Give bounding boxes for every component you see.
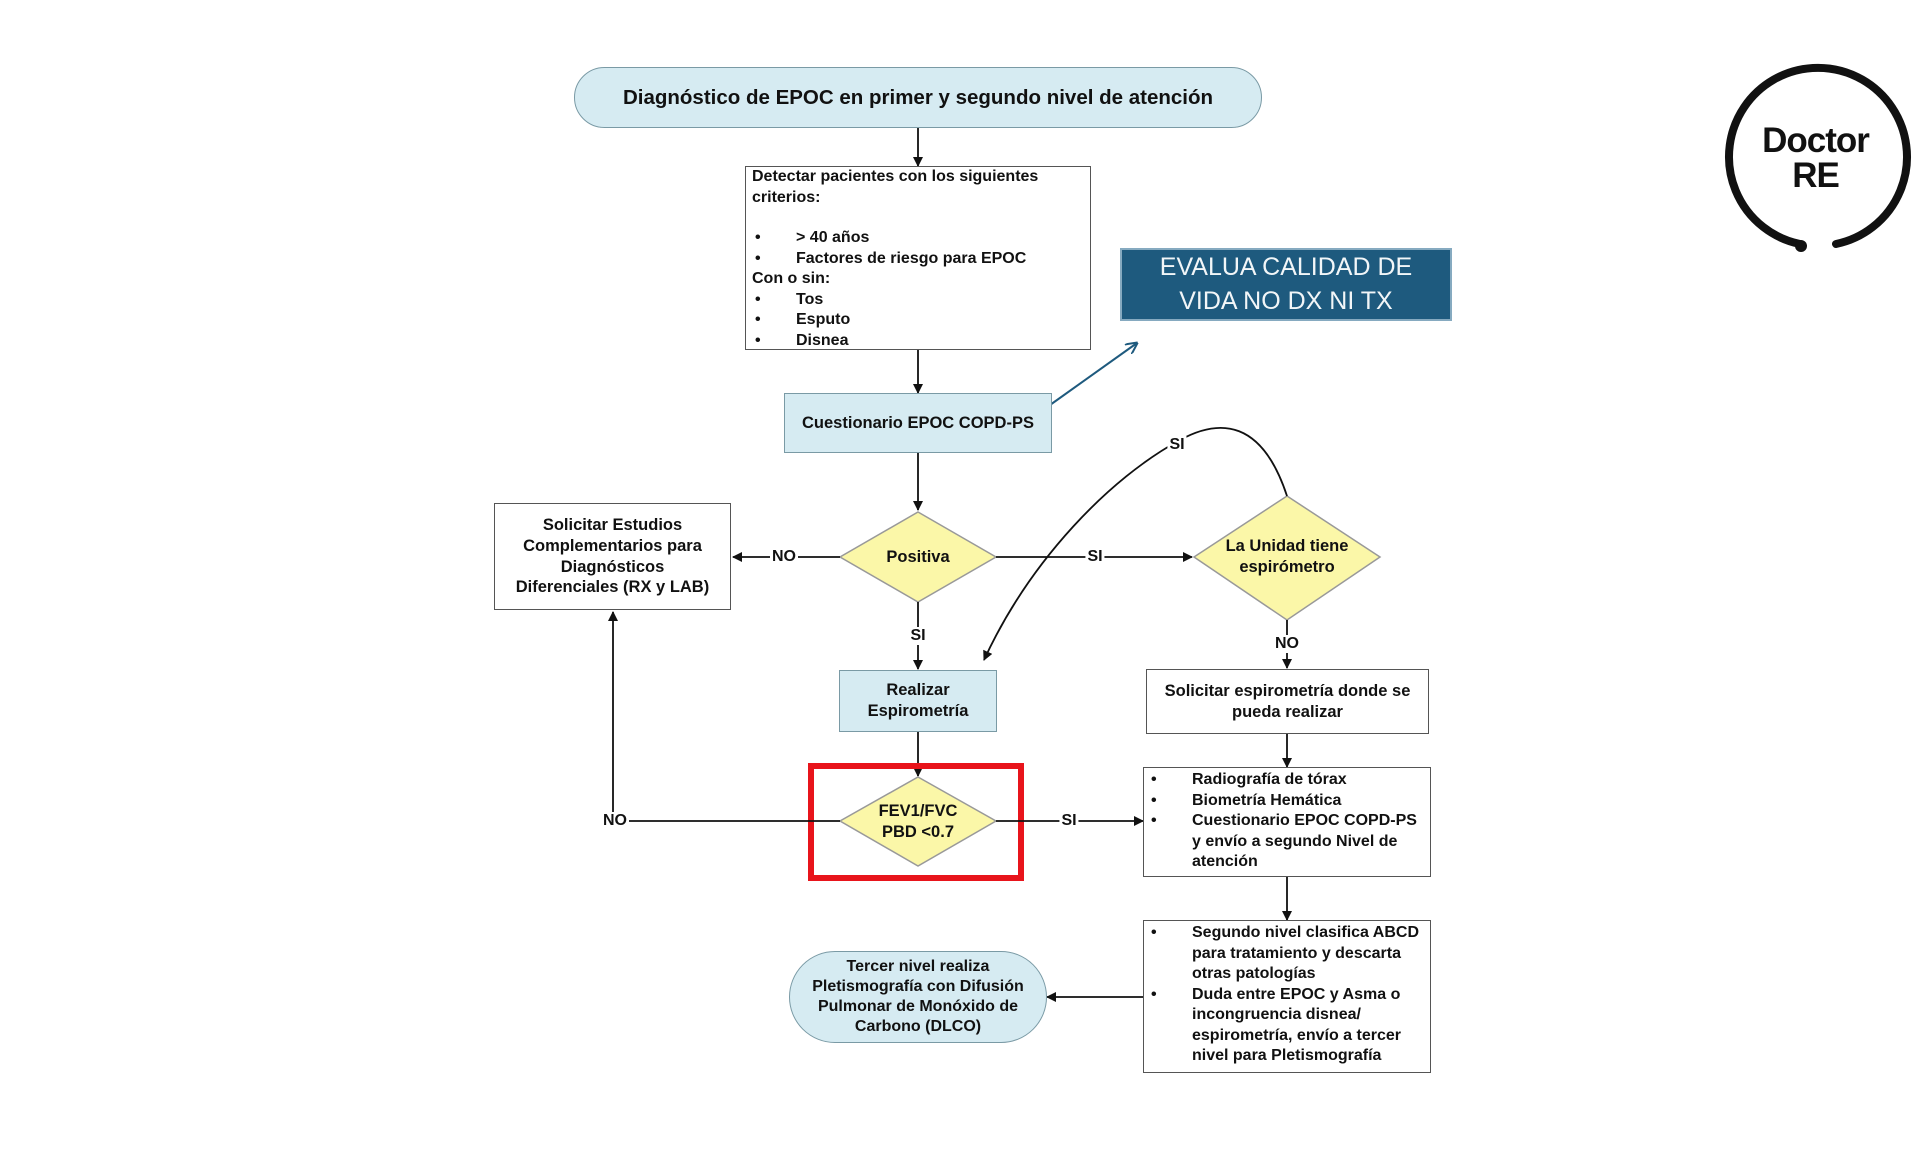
doctor-re-logo <box>1725 63 1911 252</box>
estudios-list: Radiografía de tórax Biometría Hemática … <box>1148 770 1424 873</box>
logo-ring-icon <box>1725 63 1911 248</box>
con-o-sin: Con o sin: <box>752 270 831 287</box>
logo-line: RE <box>1792 156 1840 195</box>
edge-label-si: SI <box>1085 548 1105 566</box>
list-item: Biometría Hemática <box>1148 791 1424 812</box>
text-line: PBD <0.7 <box>882 823 954 841</box>
page-title: Diagnóstico de EPOC en primer y segundo … <box>574 67 1262 128</box>
text-line: Diferenciales (RX y LAB) <box>515 578 710 597</box>
detect-heading: Detectar pacientes con los siguientes cr… <box>752 168 1039 206</box>
list-item: Tos <box>752 290 1084 311</box>
edge-fev-no <box>608 611 840 822</box>
page-title-text: Diagnóstico de EPOC en primer y segundo … <box>622 85 1214 109</box>
text-line: Tercer nivel realiza <box>846 958 990 975</box>
edge-unidad-si-curve <box>983 427 1288 661</box>
realizar-espirometria-box: Realizar Espirometría <box>839 670 997 732</box>
text-line: La Unidad tiene <box>1225 537 1349 556</box>
estudios-box: Radiografía de tórax Biometría Hemática … <box>1143 767 1431 877</box>
detect-criteria-box: Detectar pacientes con los siguientes cr… <box>745 166 1091 352</box>
text-line: Solicitar espirometría donde se <box>1164 681 1411 700</box>
list-item: Radiografía de tórax <box>1148 770 1424 791</box>
edge-label-no: NO <box>1273 635 1301 653</box>
solicitar-estudios-box: Solicitar Estudios Complementarios para … <box>494 503 731 610</box>
text-line: pueda realizar <box>1232 702 1343 721</box>
text-line: Diagnósticos <box>560 557 665 576</box>
symptoms-list: Tos Esputo Disnea <box>752 290 1084 352</box>
list-item: Disnea <box>752 331 1084 352</box>
list-item: Cuestionario EPOC COPD-PS y envío a segu… <box>1148 811 1424 873</box>
list-item: Factores de riesgo para EPOC <box>752 249 1084 270</box>
banner-line: EVALUA CALIDAD DE <box>1159 252 1413 281</box>
edge-questionnaire-banner <box>1049 343 1137 406</box>
text-line: Realizar <box>886 681 950 700</box>
positiva-text: Positiva <box>886 547 950 566</box>
positiva-label: Positiva <box>850 537 986 577</box>
solicitar-espirometria-box: Solicitar espirometría donde se pueda re… <box>1146 669 1429 734</box>
text-line: Pulmonar de Monóxido de <box>817 998 1018 1015</box>
fev-diamond <box>838 776 998 867</box>
banner-line: VIDA NO DX NI TX <box>1179 286 1393 315</box>
edge-label-si: SI <box>908 627 928 645</box>
segundo-nivel-box: Segundo nivel clasifica ABCD para tratam… <box>1143 920 1431 1073</box>
edge-label-si: SI <box>1167 436 1187 454</box>
criteria-list: > 40 años Factores de riesgo para EPOC <box>752 228 1084 269</box>
edge-label-si: SI <box>1059 812 1079 830</box>
segundo-nivel-list: Segundo nivel clasifica ABCD para tratam… <box>1148 923 1424 1067</box>
list-item: Duda entre EPOC y Asma o incongruencia d… <box>1148 985 1424 1067</box>
edge-label-no: NO <box>770 548 798 566</box>
text-line: Complementarios para <box>523 536 702 555</box>
quality-of-life-banner: EVALUA CALIDAD DE VIDA NO DX NI TX <box>1120 248 1452 321</box>
spacer <box>752 208 1084 228</box>
text-line: Pletismografía con Difusión <box>812 978 1024 995</box>
logo-line: Doctor <box>1762 121 1870 160</box>
text-line: Solicitar Estudios <box>542 516 683 535</box>
edge-label-no: NO <box>601 812 629 830</box>
highlight-box <box>808 763 1024 881</box>
text-line: espirómetro <box>1239 558 1335 576</box>
list-item: Segundo nivel clasifica ABCD para tratam… <box>1148 923 1424 985</box>
questionnaire-label: Cuestionario EPOC COPD-PS <box>802 413 1034 432</box>
logo-dot-icon <box>1795 240 1807 252</box>
questionnaire-box: Cuestionario EPOC COPD-PS <box>784 393 1052 453</box>
list-item: > 40 años <box>752 228 1084 249</box>
text-line: Espirometría <box>867 702 969 720</box>
fev-label: FEV1/FVC PBD <0.7 <box>856 800 980 844</box>
text-line: Carbono (DLCO) <box>854 1018 982 1035</box>
text-line: FEV1/FVC <box>878 802 958 821</box>
logo-text: Doctor RE <box>1718 123 1913 193</box>
list-item: Esputo <box>752 310 1084 331</box>
unidad-label: La Unidad tiene espirómetro <box>1214 534 1360 580</box>
tercer-nivel-pill: Tercer nivel realiza Pletismografía con … <box>789 951 1047 1043</box>
